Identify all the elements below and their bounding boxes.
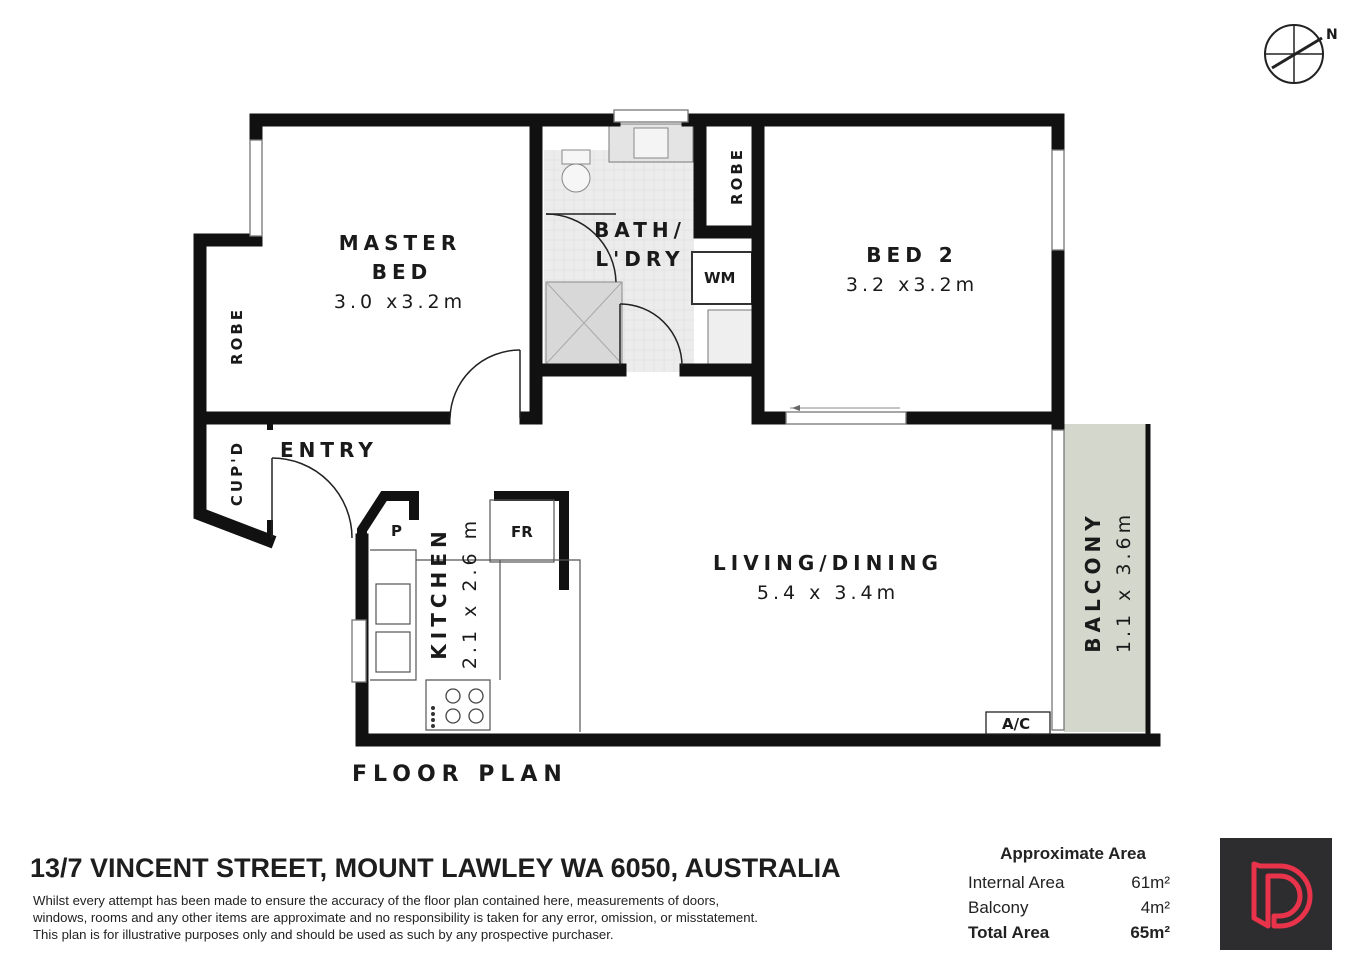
compass-icon xyxy=(1264,24,1324,84)
robe-bed2-label: ROBE xyxy=(728,147,746,205)
toilet-cistern xyxy=(561,149,591,165)
pantry-label: P xyxy=(391,522,402,540)
bed2-label: BED 2 xyxy=(866,243,957,267)
kitchen-dimensions: 2.1 x 2.6 m xyxy=(459,517,481,669)
area-value: 61m² xyxy=(1131,873,1170,892)
bath-label-line2: L'DRY xyxy=(595,247,684,271)
area-row-total: Total Area 65m² xyxy=(968,920,1178,945)
door-swings xyxy=(271,213,683,539)
area-label: Internal Area xyxy=(968,873,1065,892)
cupboard-label: CUP'D xyxy=(228,440,246,506)
balcony-label: BALCONY xyxy=(1081,511,1105,652)
disclaimer: Whilst every attempt has been made to en… xyxy=(33,892,853,943)
area-value: 65m² xyxy=(1130,923,1170,942)
fridge-label: FR xyxy=(511,523,533,541)
area-label: Total Area xyxy=(968,923,1050,942)
area-row-internal: Internal Area 61m² xyxy=(968,870,1178,895)
master-bed-label-line2: BED xyxy=(372,260,433,284)
air-con-unit xyxy=(985,711,1051,735)
cooktop-knobs xyxy=(431,706,435,728)
area-value: 4m² xyxy=(1140,898,1170,917)
walls xyxy=(193,113,1161,747)
logo-icon xyxy=(1251,861,1313,929)
floor-plan: N WM xyxy=(193,24,1338,787)
air-con-label: A/C xyxy=(1002,715,1030,733)
compass-north-label: N xyxy=(1326,27,1338,43)
master-bed-label-line1: MASTER xyxy=(339,231,462,255)
bath-label-line1: BATH/ xyxy=(594,218,686,242)
disclaimer-line: Whilst every attempt has been made to en… xyxy=(33,893,720,908)
area-label: Balcony xyxy=(968,898,1029,917)
windows xyxy=(249,109,1065,731)
bed2-dimensions: 3.2 x3.2m xyxy=(846,274,978,296)
balcony-floor xyxy=(1064,424,1148,732)
area-row-balcony: Balcony 4m² xyxy=(968,895,1178,920)
washing-machine xyxy=(691,251,753,305)
disclaimer-line: This plan is for illustrative purposes o… xyxy=(33,927,614,942)
robe-master-label: ROBE xyxy=(228,307,246,365)
floor-plan-title: FLOOR PLAN xyxy=(352,762,568,787)
sink-basin xyxy=(633,127,669,159)
living-dining-label: LIVING/DINING xyxy=(713,551,943,575)
laundry-tub xyxy=(707,309,753,365)
brand-logo xyxy=(1220,838,1332,950)
disclaimer-line: windows, rooms and any other items are a… xyxy=(33,910,758,925)
area-summary: Approximate Area Internal Area 61m² Balc… xyxy=(968,844,1178,945)
living-dining-dimensions: 5.4 x 3.4m xyxy=(757,582,899,604)
washing-machine-label: WM xyxy=(704,269,735,287)
toilet-icon xyxy=(561,163,591,193)
master-bed-dimensions: 3.0 x3.2m xyxy=(334,291,466,313)
kitchen-label: KITCHEN xyxy=(427,526,451,659)
property-address: 13/7 VINCENT STREET, MOUNT LAWLEY WA 605… xyxy=(30,853,841,883)
entry-label: ENTRY xyxy=(280,438,378,462)
shower-drain-icon xyxy=(545,281,623,365)
cooktop-icon xyxy=(445,688,484,724)
balcony-dimensions: 1.1 x 3.6m xyxy=(1113,511,1135,653)
kitchen-walls xyxy=(357,491,569,590)
area-summary-title: Approximate Area xyxy=(1000,844,1146,863)
